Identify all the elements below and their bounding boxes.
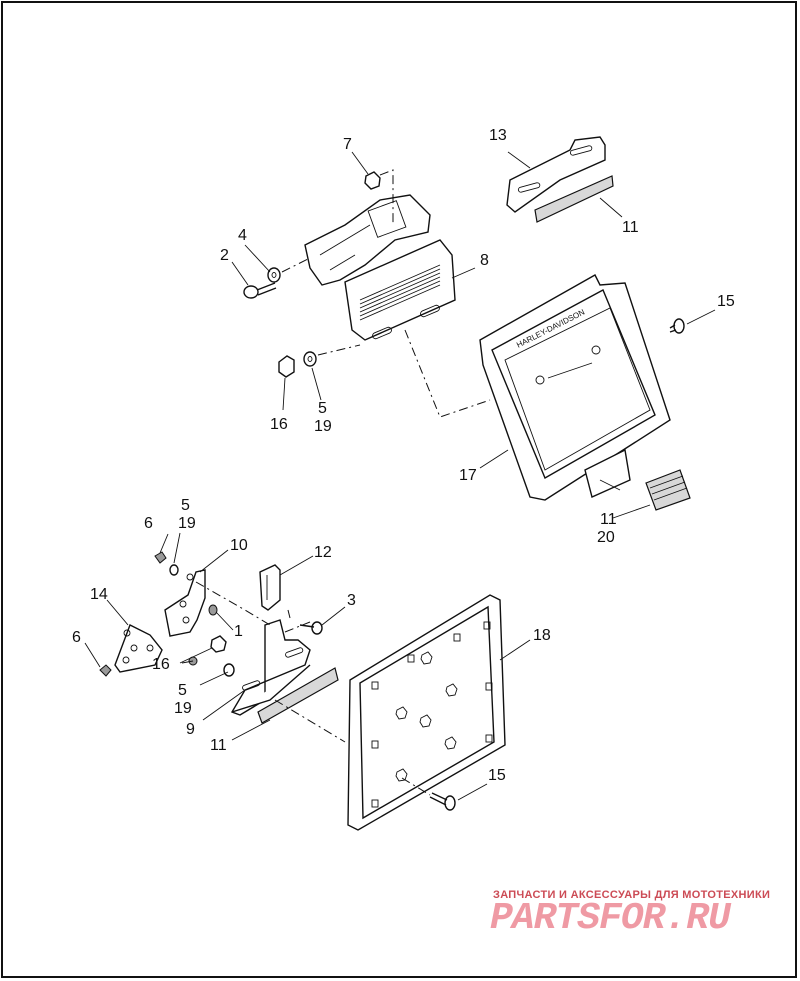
frame-17: HARLEY-DAVIDSON bbox=[479, 274, 671, 501]
bracket-10 bbox=[164, 569, 206, 637]
plate-frame-18 bbox=[347, 594, 506, 831]
license-bracket-upper bbox=[304, 194, 456, 341]
bolt-1 bbox=[208, 604, 218, 616]
callout-18: 18 bbox=[533, 627, 551, 644]
callout-11-top: 11 bbox=[622, 219, 639, 236]
washer-19-lower-a bbox=[169, 564, 179, 576]
screw-2 bbox=[243, 282, 277, 299]
callout-5-lower-a: 5 bbox=[181, 497, 190, 514]
screw-15-lower bbox=[429, 792, 456, 811]
bracket-9 bbox=[230, 619, 311, 716]
callout-16-lower: 16 bbox=[152, 656, 170, 673]
callout-13: 13 bbox=[489, 127, 507, 144]
callout-11-reflector: 11 bbox=[600, 511, 617, 528]
callout-11-lower: 11 bbox=[210, 737, 227, 754]
callout-12: 12 bbox=[314, 544, 332, 561]
callout-15-upper: 15 bbox=[717, 293, 735, 310]
watermark-caption: ЗАПЧАСТИ И АКСЕССУАРЫ ДЛЯ МОТОТЕХНИКИ bbox=[493, 889, 771, 901]
washer-5-lower bbox=[223, 663, 235, 677]
strip-11-top bbox=[534, 175, 614, 223]
clip-12 bbox=[259, 564, 281, 611]
screw-3 bbox=[299, 621, 323, 635]
leader-lines bbox=[84, 151, 716, 801]
callout-5-upper: 5 bbox=[318, 400, 327, 417]
callout-4: 4 bbox=[238, 227, 247, 244]
callout-19-lower-a: 19 bbox=[178, 515, 196, 532]
bracket-13 bbox=[506, 136, 606, 213]
callout-3: 3 bbox=[347, 592, 356, 609]
callout-16-upper: 16 bbox=[270, 416, 288, 433]
callout-7: 7 bbox=[343, 136, 352, 153]
callout-6-lower-b: 6 bbox=[72, 629, 81, 646]
callout-15-lower: 15 bbox=[488, 767, 506, 784]
nut-16-upper bbox=[278, 355, 295, 378]
callout-10: 10 bbox=[230, 537, 248, 554]
callout-19-lower-b: 19 bbox=[174, 700, 192, 717]
nut-6-lower-b bbox=[99, 664, 112, 677]
callout-20: 20 bbox=[597, 529, 615, 546]
callout-5-lower-b: 5 bbox=[178, 682, 187, 699]
callout-1: 1 bbox=[234, 623, 243, 640]
nut-6-lower-a bbox=[154, 551, 167, 564]
washer-4 bbox=[267, 267, 281, 283]
callout-19-upper: 19 bbox=[314, 418, 332, 435]
screw-15-upper bbox=[669, 318, 685, 334]
callout-8: 8 bbox=[480, 252, 489, 269]
plate-14 bbox=[114, 624, 163, 673]
nut-16-lower bbox=[188, 635, 227, 666]
callout-14: 14 bbox=[90, 586, 108, 603]
strip-11-lower bbox=[257, 667, 339, 724]
watermark-logo: PARTSFOR.RU bbox=[490, 897, 731, 940]
nut-7 bbox=[364, 171, 381, 190]
callout-9: 9 bbox=[186, 721, 195, 738]
callout-6-lower-a: 6 bbox=[144, 515, 153, 532]
callout-2: 2 bbox=[220, 247, 229, 264]
washer-5-upper bbox=[303, 351, 317, 367]
reflector-11-20 bbox=[645, 469, 691, 511]
callout-17: 17 bbox=[459, 467, 477, 484]
